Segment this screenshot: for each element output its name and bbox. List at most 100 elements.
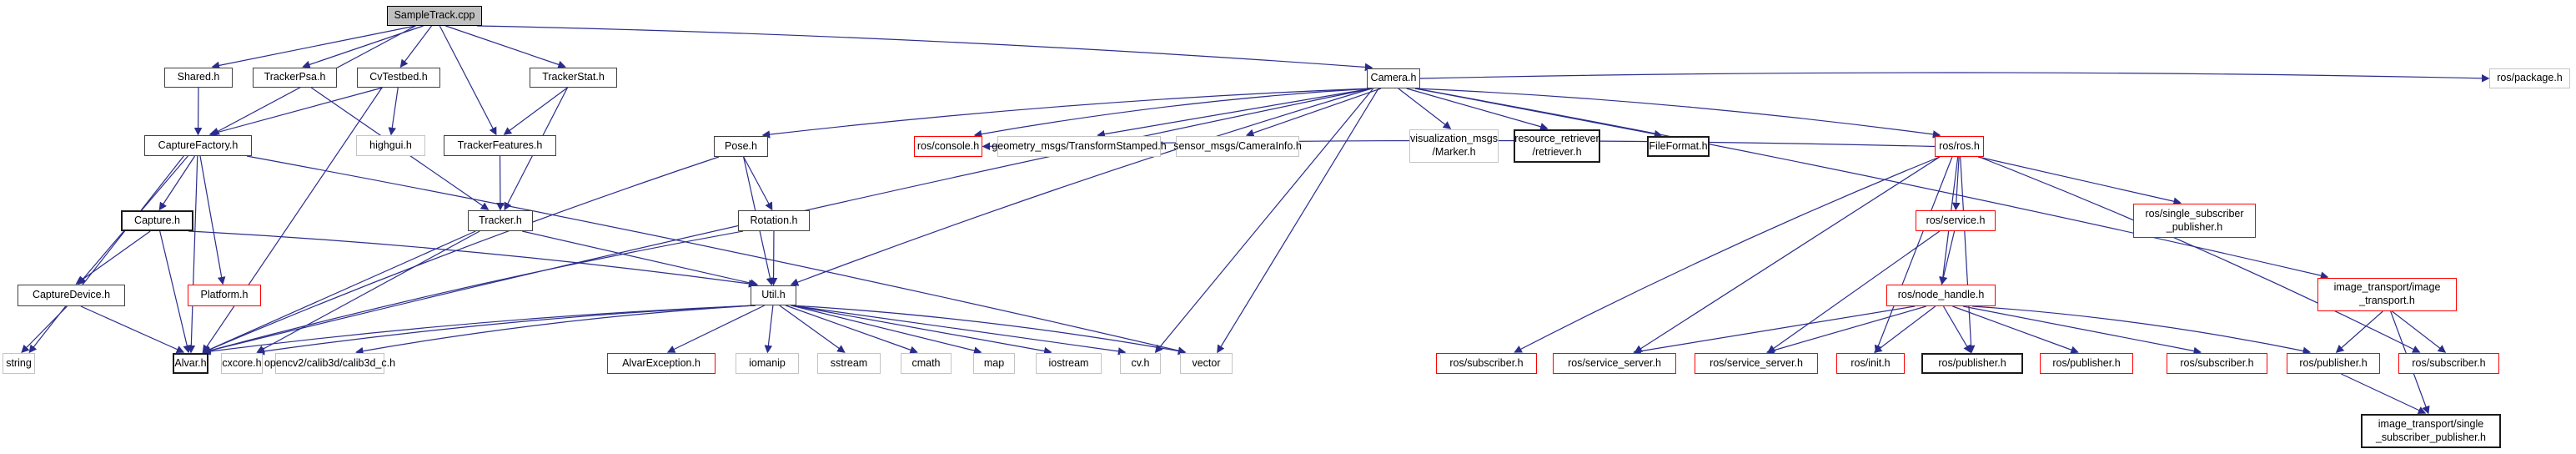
graph-node-label: FileFormat.h [1649, 139, 1708, 152]
graph-node-label: CaptureDevice.h [32, 289, 111, 301]
graph-node-label: _transport.h [2359, 295, 2415, 306]
graph-node-rosservice[interactable]: ros/service.h [1916, 210, 1996, 231]
graph-node-rosconsole[interactable]: ros/console.h [914, 136, 982, 157]
graph-edge-camera-rospackage [1419, 72, 2490, 83]
graph-node-tracker[interactable]: Tracker.h [468, 210, 533, 231]
graph-node-camera[interactable]: Camera.h [1367, 68, 1420, 88]
graph-node-fileformat[interactable]: FileFormat.h [1647, 136, 1710, 157]
graph-node-label: ros/subscriber.h [1449, 356, 1524, 369]
graph-node-label: map [983, 356, 1005, 369]
graph-edge-util-iostream [791, 305, 1052, 356]
graph-edge-trackerstat-trackerfeatures [503, 87, 568, 135]
graph-node-label: ros/single_subscriber [2145, 207, 2244, 219]
graph-node-alvar[interactable]: Alvar.h [173, 353, 208, 374]
graph-node-label: ros/publisher.h [2299, 356, 2368, 369]
graph-node-label: opencv2/calib3d/calib3d_c.h [264, 356, 396, 369]
graph-edge-rosnodehandle-rosinit [1873, 305, 1936, 353]
graph-node-shared[interactable]: Shared.h [164, 68, 233, 88]
graph-node-label: SampleTrack.cpp [394, 9, 475, 22]
graph-edge-util-alvarexception [666, 305, 766, 353]
graph-edge-camera-sensormsgs [1245, 88, 1382, 137]
graph-node-capturedevice[interactable]: CaptureDevice.h [18, 285, 125, 306]
graph-edge-camera-geomsgs [1097, 88, 1373, 139]
graph-edge-camera-imgtransport [1414, 88, 2329, 280]
graph-node-vector: vector [1180, 353, 1233, 374]
graph-node-iomanip: iomanip [736, 353, 799, 374]
graph-edge-rosnodehandle-rossub2 [1962, 305, 2202, 356]
graph-node-label: Shared.h [177, 71, 220, 83]
graph-node-rospubblack[interactable]: ros/publisher.h [1921, 353, 2023, 374]
graph-node-highgui: highgui.h [356, 135, 425, 156]
graph-node-geomsgs: geometry_msgs/TransformStamped.h [992, 136, 1167, 157]
graph-node-rossub1[interactable]: ros/subscriber.h [1436, 353, 1537, 374]
graph-node-rosros[interactable]: ros/ros.h [1935, 136, 1984, 157]
graph-node-label: CaptureFactory.h [158, 139, 239, 151]
graph-edge-rotation-alvar [202, 230, 744, 355]
graph-edge-capturefactory-platform [199, 155, 226, 285]
graph-node-label: ros/service_server.h [1568, 356, 1661, 369]
graph-node-rospubred1[interactable]: ros/publisher.h [2040, 353, 2133, 374]
graph-edge-rosnodehandle-rospubred1 [1952, 305, 2079, 354]
graph-node-label: iostream [1048, 356, 1089, 369]
graph-node-pose[interactable]: Pose.h [714, 136, 768, 157]
graph-node-label: cxcore.h [222, 356, 262, 369]
graph-edge-rosservice-rosnodehandle [1939, 230, 1956, 285]
graph-node-rotation[interactable]: Rotation.h [738, 210, 810, 231]
graph-node-label: resource_retriever [1514, 133, 1599, 145]
graph-node-str: string [3, 353, 35, 374]
graph-node-label: TrackerStat.h [542, 71, 605, 83]
graph-node-rospackage: ros/package.h [2489, 68, 2570, 88]
graph-node-trackerstat[interactable]: TrackerStat.h [530, 68, 617, 88]
graph-node-trackerfeatures[interactable]: TrackerFeatures.h [444, 135, 556, 156]
graph-edge-camera-rosros [1414, 88, 1941, 139]
graph-node-rossub2[interactable]: ros/subscriber.h [2167, 353, 2267, 374]
graph-node-sensormsgs: sensor_msgs/CameraInfo.h [1173, 136, 1302, 157]
graph-node-trackerpsa[interactable]: TrackerPsa.h [253, 68, 337, 88]
graph-node-resretriever[interactable]: resource_retriever/retriever.h [1514, 129, 1600, 163]
graph-node-sampletrack[interactable]: SampleTrack.cpp [387, 6, 482, 26]
graph-node-label: sensor_msgs/CameraInfo.h [1173, 139, 1302, 152]
graph-edge-rosnodehandle-rosservser1 [1633, 305, 1916, 356]
graph-node-alvarexception[interactable]: AlvarException.h [607, 353, 716, 374]
graph-edge-rosros-rossub3 [1978, 156, 2421, 353]
graph-edge-util-calib3d [355, 305, 756, 356]
graph-node-rosinit[interactable]: ros/init.h [1836, 353, 1905, 374]
graph-node-imgtransport[interactable]: image_transport/image_transport.h [2317, 278, 2457, 311]
graph-edge-rosros-rosservser1 [1634, 156, 1941, 353]
graph-edge-camera-vector [1217, 88, 1379, 354]
graph-edge-imgtransport-rossub3 [2392, 310, 2447, 353]
graph-node-label: _subscriber_publisher.h [2375, 431, 2487, 443]
graph-edge-capturedevice-alvar [80, 305, 185, 354]
graph-node-label: Platform.h [200, 289, 249, 301]
graph-edge-capturefactory-capture [158, 155, 196, 211]
graph-node-rossinglesub[interactable]: ros/single_subscriber_publisher.h [2133, 204, 2256, 238]
graph-node-rosservser1[interactable]: ros/service_server.h [1553, 353, 1676, 374]
graph-node-rosservser2[interactable]: ros/service_server.h [1695, 353, 1818, 374]
graph-node-label: vector [1192, 356, 1221, 369]
graph-node-cvtestbed[interactable]: CvTestbed.h [357, 68, 440, 88]
graph-node-label: image_transport/single [2378, 417, 2484, 430]
graph-node-rossub3[interactable]: ros/subscriber.h [2398, 353, 2499, 374]
graph-node-label: TrackerFeatures.h [457, 139, 543, 151]
graph-node-platform[interactable]: Platform.h [188, 285, 261, 306]
graph-node-label: ros/publisher.h [2052, 356, 2121, 369]
graph-edge-util-alvar [202, 305, 756, 356]
graph-node-capture[interactable]: Capture.h [121, 210, 193, 231]
graph-edge-rosros-rospubblack [1960, 156, 1976, 354]
graph-edge-util-vector [791, 305, 1187, 356]
graph-node-label: sstream [830, 356, 868, 369]
graph-edge-util-iomanip [764, 305, 774, 354]
graph-edge-cvtestbed-highgui [388, 87, 399, 136]
graph-node-label: Camera.h [1370, 72, 1417, 84]
graph-node-mapnode: map [973, 353, 1015, 374]
graph-node-label: _publisher.h [2166, 220, 2223, 233]
graph-edge-pose-rotation [743, 156, 773, 211]
graph-edge-capture-capturedevice [75, 230, 151, 285]
graph-node-util[interactable]: Util.h [751, 285, 796, 305]
graph-edge-cvtestbed-alvar [202, 87, 383, 354]
graph-node-rospubred2[interactable]: ros/publisher.h [2287, 353, 2380, 374]
graph-node-label: ros/package.h [2497, 72, 2563, 84]
graph-node-capturefactory[interactable]: CaptureFactory.h [144, 135, 252, 156]
graph-node-imgsinglesub[interactable]: image_transport/single_subscriber_publis… [2361, 414, 2501, 448]
graph-node-rosnodehandle[interactable]: ros/node_handle.h [1886, 285, 1996, 306]
